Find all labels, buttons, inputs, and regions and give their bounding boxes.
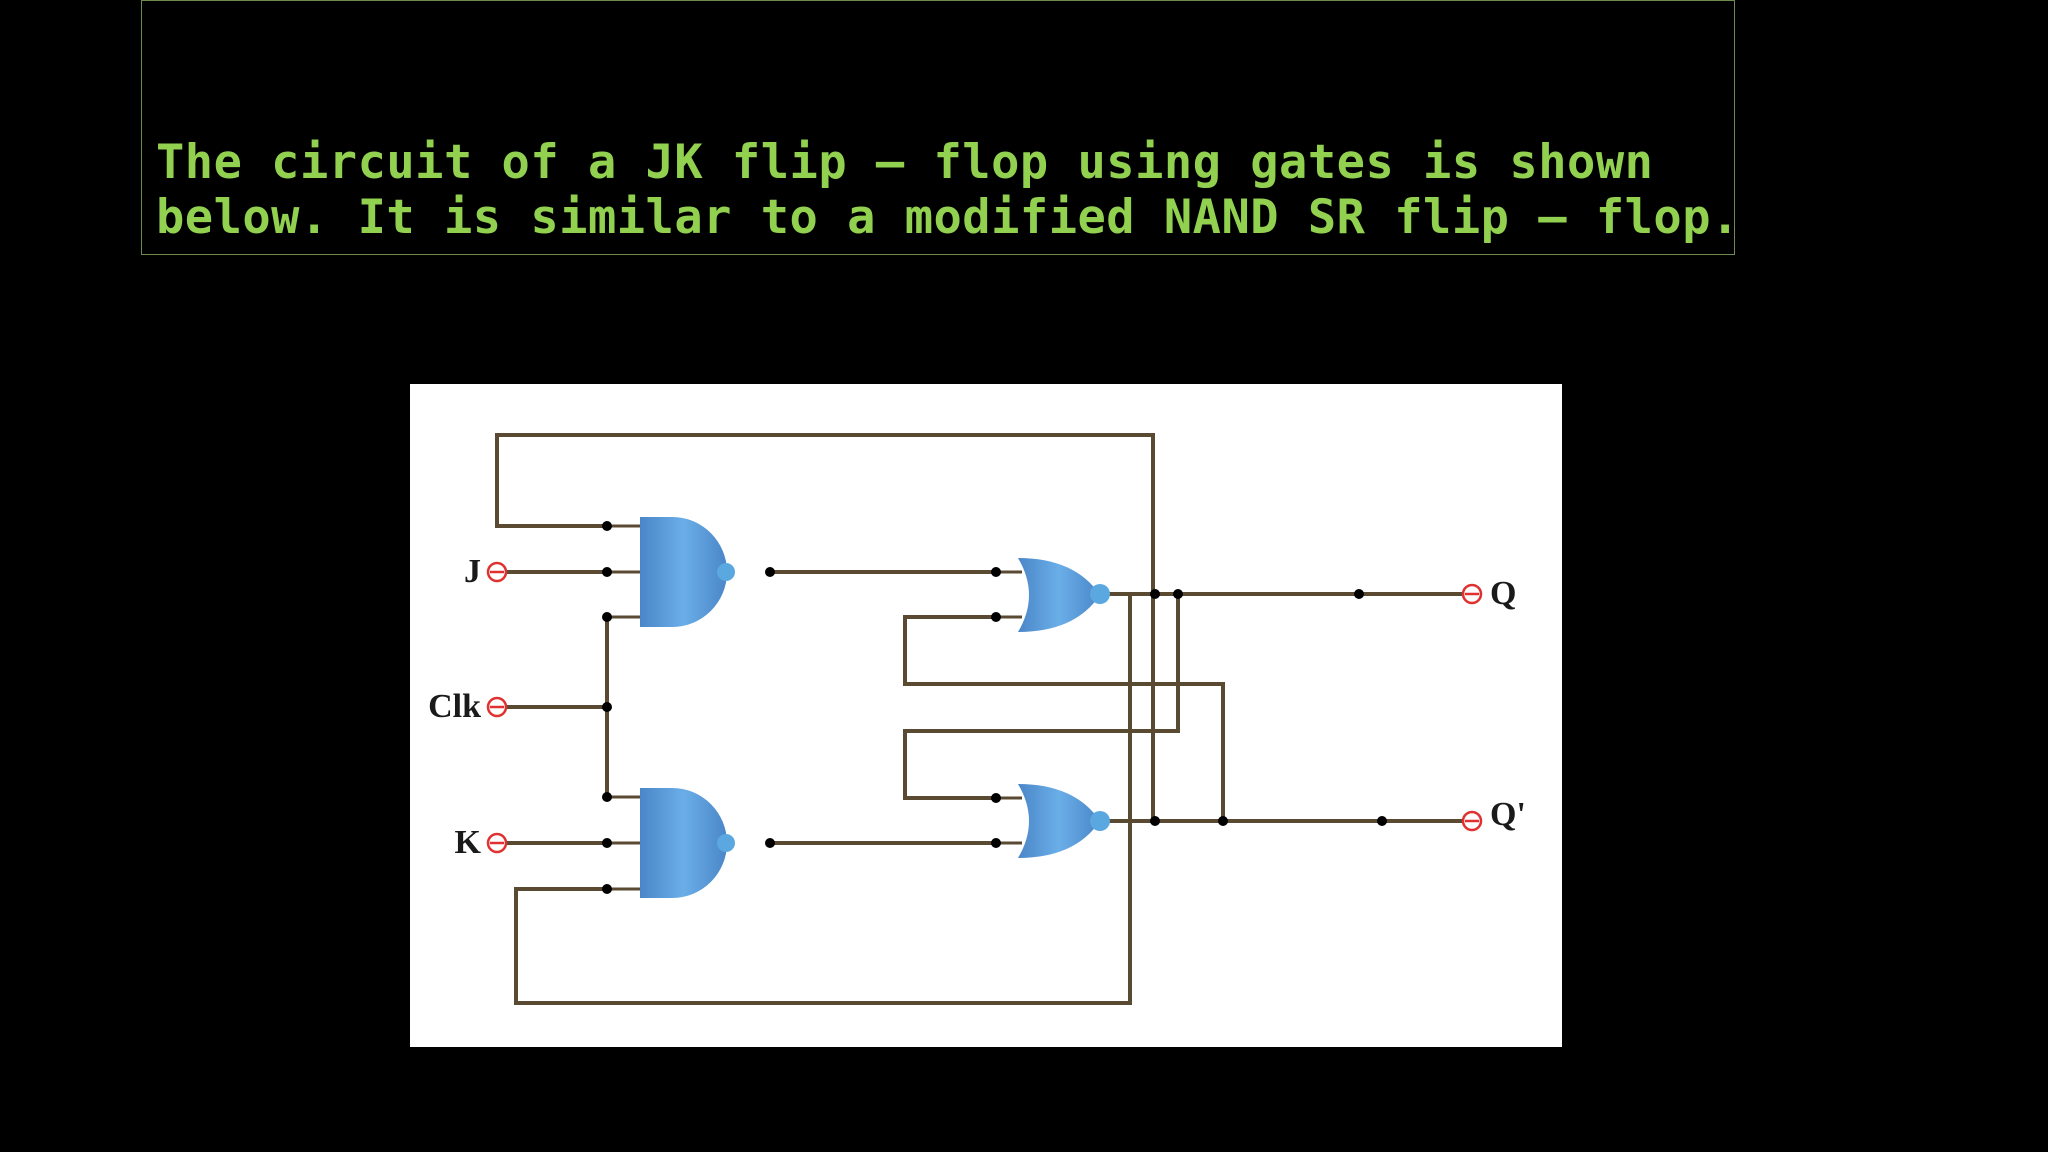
circuit-svg: J Clk K Q Q' — [428, 433, 1526, 1005]
terminal-q-bar — [1461, 810, 1483, 832]
nor-gate-lower — [1018, 784, 1110, 858]
label-clk: Clk — [428, 688, 481, 725]
nor-gate-upper — [1018, 558, 1110, 632]
label-j: J — [464, 553, 481, 590]
description-line-2: below. It is similar to a modified NAND … — [156, 190, 1740, 245]
wires — [495, 433, 1474, 1005]
wire-top-feedback — [495, 433, 1155, 823]
terminal-q — [1461, 583, 1483, 605]
terminal-k — [486, 832, 508, 854]
label-q-bar: Q' — [1490, 796, 1526, 833]
terminals — [486, 561, 1483, 854]
description-text-box: The circuit of a JK flip – flop using ga… — [141, 0, 1739, 255]
nand-gate-lower — [640, 788, 735, 898]
label-k: K — [455, 824, 482, 861]
description-line-1: The circuit of a JK flip – flop using ga… — [156, 135, 1654, 190]
wire-qbar-cross — [903, 615, 1225, 823]
terminal-clk — [486, 696, 508, 718]
terminal-j — [486, 561, 508, 583]
junction-nodes — [602, 521, 1387, 894]
jk-flip-flop-diagram: J Clk K Q Q' — [410, 384, 1562, 1047]
label-q: Q — [1490, 575, 1516, 612]
nand-gate-upper — [640, 517, 735, 627]
wire-bottom-feedback — [514, 592, 1132, 1005]
description-text: The circuit of a JK flip – flop using ga… — [156, 135, 1740, 245]
